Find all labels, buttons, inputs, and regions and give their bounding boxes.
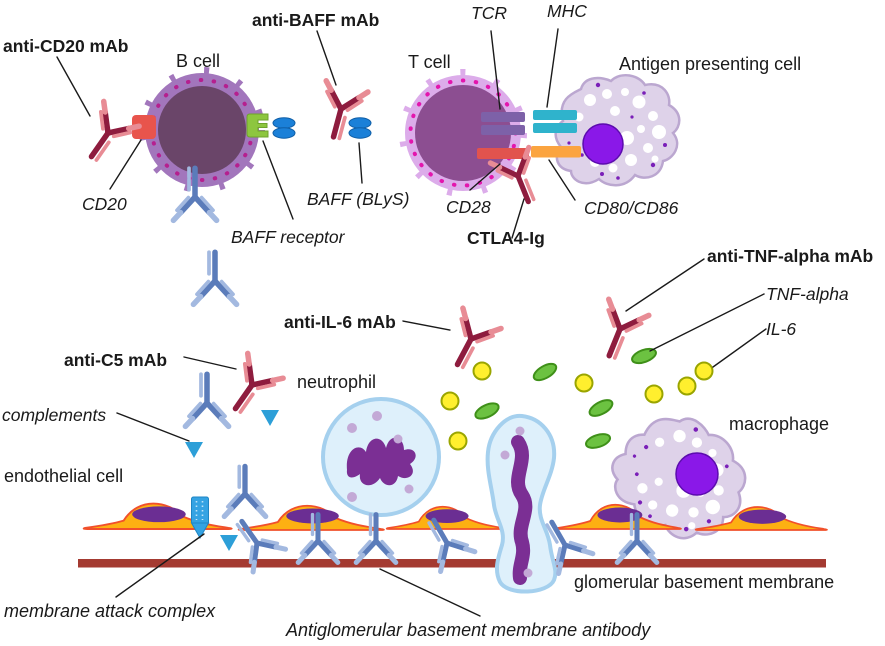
label-complements: complements [2, 405, 106, 425]
label-cd80-cd86: CD80/CD86 [584, 198, 679, 218]
mhc-bars [533, 110, 577, 133]
il6-molecule [694, 361, 714, 381]
b-cell [139, 67, 265, 193]
label-membrane-attack-complex: membrane attack complex [4, 601, 216, 621]
label-cd20: CD20 [82, 194, 127, 214]
il6-molecule [472, 361, 492, 381]
cd80-cd86-bar [531, 146, 581, 158]
label-anti-tnf-mab: anti-TNF-alpha mAb [707, 246, 873, 266]
label-b-cell: B cell [176, 51, 220, 71]
glomerular-basement-membrane [78, 559, 826, 568]
il6-molecule [574, 373, 594, 393]
label-glomerular-basement-membrane: glomerular basement membrane [574, 572, 834, 592]
label-antigen-presenting-cell: Antigen presenting cell [619, 54, 801, 74]
label-neutrophil: neutrophil [297, 372, 376, 392]
label-cd28: CD28 [446, 197, 491, 217]
label-baff: BAFF (BLyS) [307, 189, 409, 209]
label-anti-il6-mab: anti-IL-6 mAb [284, 312, 396, 332]
label-tcr: TCR [471, 3, 507, 23]
macrophage-cell [594, 392, 768, 564]
baff-receptor-shape [246, 113, 269, 138]
label-t-cell: T cell [408, 52, 451, 72]
il6-molecule [440, 391, 460, 411]
il6-molecule [448, 431, 468, 451]
label-macrophage: macrophage [729, 414, 829, 434]
label-tnf-alpha: TNF-alpha [766, 284, 849, 304]
cd20-receptor [132, 115, 156, 139]
label-anti-cd20-mab: anti-CD20 mAb [3, 36, 128, 56]
tcr-bars [481, 112, 525, 135]
label-ctla4-ig: CTLA4-Ig [467, 228, 545, 248]
macrophage-nucleus [675, 452, 719, 496]
antigen-presenting-cell [554, 73, 681, 187]
neutrophil-nucleus [346, 437, 416, 486]
label-endothelial-cell: endothelial cell [4, 466, 123, 486]
leader-lines [56, 28, 767, 617]
label-mhc: MHC [547, 1, 587, 21]
cd28-bar [477, 148, 529, 159]
b-cell-nucleus [158, 86, 246, 174]
il6-molecule [677, 376, 697, 396]
transmigrating-neutrophil [485, 413, 558, 594]
neutrophil-cell [321, 397, 441, 517]
apc-nucleus [582, 123, 624, 165]
il6-molecule [644, 384, 664, 404]
label-il6: IL-6 [766, 319, 796, 339]
transmigrating-neutrophil-nucleus [511, 435, 533, 585]
membrane-attack-complex [190, 496, 210, 540]
label-anti-baff-mab: anti-BAFF mAb [252, 10, 379, 30]
label-baff-receptor: BAFF receptor [231, 227, 346, 247]
label-anti-c5-mab: anti-C5 mAb [64, 350, 167, 370]
label-anti-gbm-antibody: Antiglomerular basement membrane antibod… [285, 620, 651, 640]
